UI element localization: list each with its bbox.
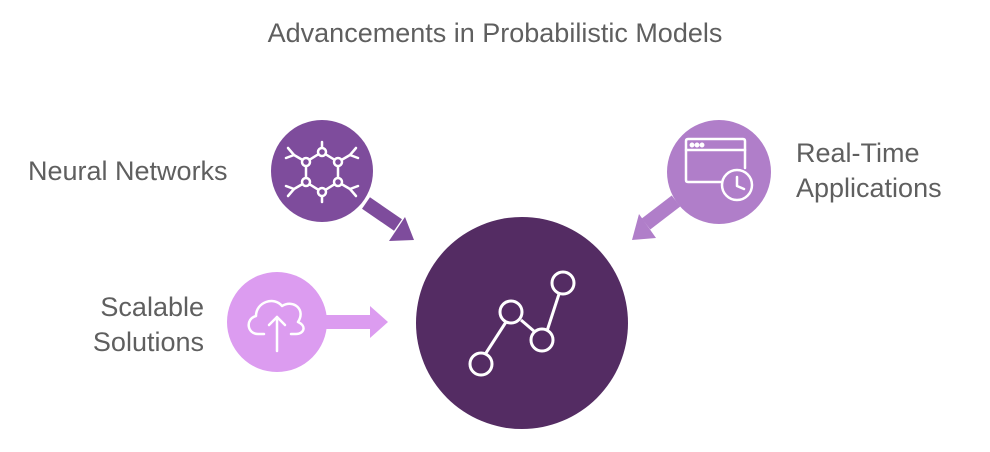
scalable-solutions-label: Scalable Solutions bbox=[58, 290, 204, 360]
real-time-label-line2: Applications bbox=[796, 173, 942, 203]
real-time-label-line1: Real-Time bbox=[796, 138, 920, 168]
browser-clock-icon bbox=[684, 137, 754, 202]
neural-network-icon bbox=[284, 140, 360, 204]
scalable-label-line2: Solutions bbox=[92, 327, 204, 357]
scalable-label-line1: Scalable bbox=[100, 292, 204, 322]
center-circle bbox=[416, 217, 628, 429]
diagram-title: Advancements in Probabilistic Models bbox=[267, 18, 723, 48]
line-graph-icon bbox=[468, 270, 576, 377]
cloud-upload-icon bbox=[247, 299, 305, 353]
scalable-node bbox=[227, 272, 327, 372]
real-time-circle bbox=[667, 120, 771, 224]
real-time-applications-label: Real-Time Applications bbox=[796, 136, 942, 206]
neural-networks-circle bbox=[271, 120, 373, 222]
neural-networks-label-text: Neural Networks bbox=[28, 156, 228, 186]
center-node bbox=[416, 217, 628, 429]
arrow-neural-networks-to-center bbox=[362, 197, 414, 241]
real-time-node bbox=[667, 120, 771, 224]
arrow-scalable-to-center bbox=[325, 306, 388, 338]
neural-networks-label: Neural Networks bbox=[28, 154, 228, 189]
neural-networks-node bbox=[271, 120, 373, 222]
arrow-real-time-to-center bbox=[632, 195, 681, 240]
